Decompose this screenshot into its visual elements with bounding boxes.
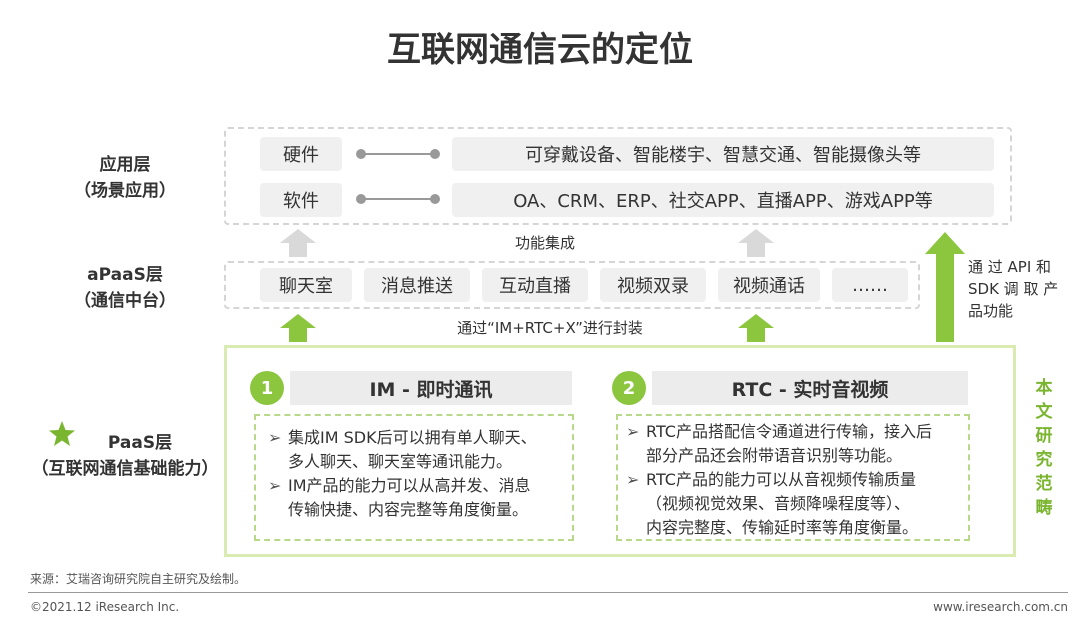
hardware-examples: 可穿戴设备、智能楼宇、智慧交通、智能摄像头等 <box>452 137 994 171</box>
rtc-bullet-1: ➢ RTC产品搭配信令通道进行传输，接入后 部分产品还会附带语音识别等功能。 <box>626 420 964 468</box>
im-bullet-2: ➢ IM产品的能力可以从高并发、消息 传输快捷、内容完整等角度衡量。 <box>268 474 564 522</box>
bullet-arrow-icon: ➢ <box>626 470 640 489</box>
scope-char-4: 究 <box>1035 450 1053 470</box>
scope-char-2: 文 <box>1035 402 1053 422</box>
star-icon <box>49 421 75 446</box>
rtc-bullet-2-line-3: 内容完整度、传输延时率等角度衡量。 <box>646 518 919 537</box>
api-sdk-note: 通 过 API 和 SDK 调 取 产 品功能 <box>968 256 1076 322</box>
hardware-connector <box>356 144 440 164</box>
wrap-arrow-right <box>738 314 774 342</box>
website-link[interactable]: www.iresearch.com.cn <box>933 600 1068 614</box>
source-note: 来源：艾瑞咨询研究院自主研究及绘制。 <box>30 572 247 586</box>
im-number-badge: 1 <box>250 371 284 405</box>
apaas-layer-box <box>224 261 920 309</box>
footer-divider <box>28 592 1068 593</box>
hardware-box: 硬件 <box>260 137 342 171</box>
rtc-bullet-2: ➢ RTC产品的能力可以从音视频传输质量 （视频视觉效果、音频降噪程度等）、 内容… <box>626 468 964 540</box>
rtc-bullet-1-line-2: 部分产品还会附带语音识别等功能。 <box>646 446 903 465</box>
apaas-layer-label: aPaaS层 （通信中台） <box>40 262 210 314</box>
scope-char-5: 范 <box>1035 474 1053 494</box>
apaas-item-more: …… <box>832 268 908 302</box>
apaas-item-dual-record: 视频双录 <box>600 268 706 302</box>
im-bullet-2-line-2: 传输快捷、内容完整等角度衡量。 <box>288 500 529 519</box>
paas-layer-label: PaaS层 （互联网通信基础能力） <box>20 430 230 482</box>
paas-layer-label-main: PaaS层 <box>107 433 173 453</box>
page-title: 互联网通信云的定位 <box>387 30 693 70</box>
software-connector <box>356 189 440 209</box>
im-bullet-1-line-2: 多人聊天、聊天室等通讯能力。 <box>288 452 513 471</box>
apaas-item-push: 消息推送 <box>364 268 470 302</box>
bullet-arrow-icon: ➢ <box>626 422 640 441</box>
copyright: ©2021.12 iResearch Inc. <box>30 600 180 614</box>
apaas-item-video-call: 视频通话 <box>718 268 820 302</box>
api-sdk-arrow <box>925 232 965 342</box>
bullet-arrow-icon: ➢ <box>268 428 282 447</box>
rtc-number-badge: 2 <box>612 371 646 405</box>
rtc-bullet-2-line-2: （视频视觉效果、音频降噪程度等）、 <box>646 494 911 513</box>
app-layer-box <box>224 127 1012 225</box>
integration-arrow-right <box>738 229 774 257</box>
apaas-item-chatroom: 聊天室 <box>260 268 352 302</box>
rtc-title: RTC - 实时音视频 <box>652 371 968 405</box>
scope-char-1: 本 <box>1035 378 1053 398</box>
api-sdk-note-line-2: SDK 调 取 产 <box>968 280 1059 298</box>
bullet-arrow-icon: ➢ <box>268 476 282 495</box>
im-title: IM - 即时通讯 <box>290 371 572 405</box>
scope-char-3: 研 <box>1035 426 1053 446</box>
research-scope-label: 本 文 研 究 范 畴 <box>1030 376 1058 520</box>
rtc-bullet-2-line-1: RTC产品的能力可以从音视频传输质量 <box>646 470 916 489</box>
rtc-bullet-1-line-1: RTC产品搭配信令通道进行传输，接入后 <box>646 422 932 441</box>
api-sdk-note-line-3: 品功能 <box>968 302 1014 320</box>
api-sdk-note-line-1: 通 过 API 和 <box>968 258 1052 276</box>
paas-layer-label-sub: （互联网通信基础能力） <box>31 459 219 479</box>
integration-arrow-left <box>280 229 316 257</box>
app-layer-label: 应用层 （场景应用） <box>40 152 210 204</box>
scope-char-6: 畴 <box>1035 498 1053 518</box>
apaas-layer-label-sub: （通信中台） <box>74 291 176 311</box>
im-description-box: ➢ 集成IM SDK后可以拥有单人聊天、 多人聊天、聊天室等通讯能力。 ➢ IM产品… <box>254 414 574 541</box>
im-bullet-2-line-1: IM产品的能力可以从高并发、消息 <box>288 476 531 495</box>
apaas-layer-label-main: aPaaS层 <box>87 265 163 285</box>
apaas-item-live: 互动直播 <box>482 268 588 302</box>
wrap-label: 通过“IM+RTC+X”进行封装 <box>457 319 643 337</box>
software-examples: OA、CRM、ERP、社交APP、直播APP、游戏APP等 <box>452 183 994 217</box>
wrap-arrow-left <box>280 314 316 342</box>
im-bullet-1-line-1: 集成IM SDK后可以拥有单人聊天、 <box>288 428 537 447</box>
integration-label: 功能集成 <box>514 234 575 252</box>
app-layer-label-main: 应用层 <box>99 155 151 175</box>
rtc-description-box: ➢ RTC产品搭配信令通道进行传输，接入后 部分产品还会附带语音识别等功能。 ➢ R… <box>616 414 970 541</box>
im-bullet-1: ➢ 集成IM SDK后可以拥有单人聊天、 多人聊天、聊天室等通讯能力。 <box>268 426 564 474</box>
software-box: 软件 <box>260 183 342 217</box>
app-layer-label-sub: （场景应用） <box>74 181 176 201</box>
